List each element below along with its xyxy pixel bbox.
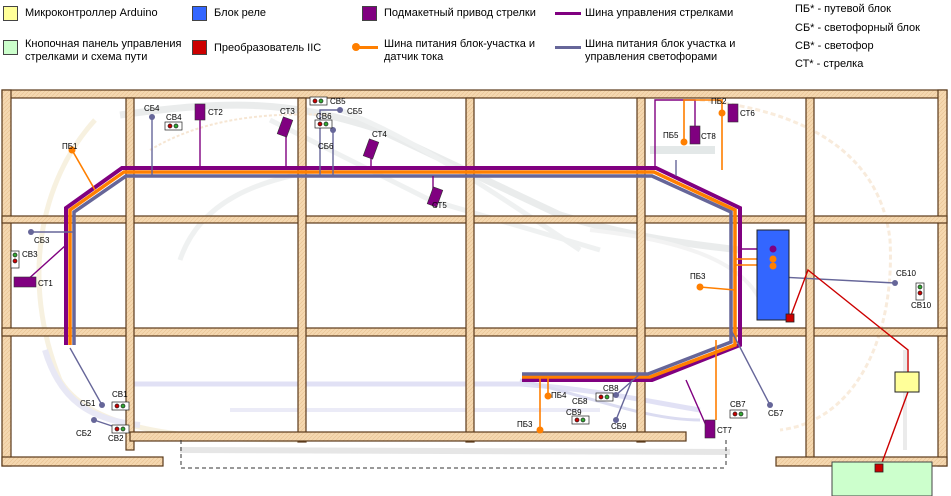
drive-st1 [13,276,37,288]
iic-converter-1 [785,313,795,323]
label-sb8: СБ8 [572,397,588,406]
legend-arduino: Микроконтроллер Arduino [25,7,158,19]
iic-swatch [192,40,207,55]
drive-st7 [704,419,716,439]
label-pb3-right: ПБ3 [690,272,706,281]
label-st8: СТ8 [701,132,716,141]
label-st2: СТ2 [208,108,223,117]
drive-st5 [426,186,444,208]
label-sb6: СБ6 [318,142,334,151]
signal-sv4 [164,121,183,131]
signal-sv7 [729,409,748,419]
legend-iic: Преобразователь IIC [214,42,322,54]
signal-sv10 [915,282,925,301]
power-drops [71,99,773,430]
signals [10,96,925,434]
label-sb2: СБ2 [76,429,92,438]
turnout-drives [13,103,739,439]
label-sv10: СВ10 [911,301,932,310]
label-pb3-bottom: ПБ3 [517,420,533,429]
label-sv5: СВ5 [330,97,346,106]
signal-sv6 [314,119,333,129]
label-sv7: СВ7 [730,400,746,409]
signal-sv9 [571,415,590,425]
label-sv3: СВ3 [22,250,38,259]
control-bus-swatch [555,12,581,15]
power-bus-dot [352,43,360,51]
label-sv9: СВ9 [566,408,582,417]
abbr-pb: ПБ* - путевой блок [795,3,891,15]
label-sv2: СВ2 [108,434,124,443]
abbr-st: СТ* - стрелка [795,58,864,70]
legend-relay: Блок реле [214,7,267,19]
bus-lines [64,166,742,382]
legend-control-bus: Шина управления стрелками [585,7,734,19]
label-sb4: СБ4 [144,104,160,113]
relay-block [756,229,790,321]
label-st1: СТ1 [38,279,53,288]
drive-st8 [689,125,701,145]
label-st6: СТ6 [740,109,755,118]
control-drops [24,99,773,431]
relay-swatch [192,6,207,21]
legend-panel-line2: стрелками и схема пути [25,51,148,63]
signal-sv1 [111,401,130,411]
drive-st6 [727,103,739,123]
label-sb1: СБ1 [80,399,96,408]
legend-power-line1: Шина питания блок-участка и [384,38,536,50]
label-sb5: СБ5 [347,107,363,116]
arduino-swatch [3,6,18,21]
signal-bus-swatch [555,46,581,49]
drive-st4 [362,138,380,160]
signal-sv2 [111,424,130,434]
label-sb3: СБ3 [34,236,50,245]
label-sb9: СБ9 [611,422,627,431]
abbr-sb: СБ* - светофорный блок [795,22,920,34]
drive-st2 [194,103,206,121]
label-sv8: СВ8 [603,384,619,393]
label-sb10: СБ10 [896,269,916,278]
signal-sv8 [595,392,614,402]
drive-swatch [362,6,377,21]
label-st3: СТ3 [280,107,295,116]
drive-st3 [276,116,294,138]
legend-signal-line2: управления светофорами [585,51,718,63]
legend-signal-line1: Шина питания блок участка и [585,38,736,50]
label-sb7: СБ7 [768,409,784,418]
legend-drive: Подмакетный привод стрелки [384,7,536,19]
label-pb2: ПБ2 [711,97,727,106]
signal-sv3 [10,250,20,269]
legend-panel-line1: Кнопочная панель управления [25,38,182,50]
label-sv6: СВ6 [316,112,332,121]
label-sv4: СВ4 [166,113,182,122]
label-st5: СТ5 [432,201,447,210]
legend: Микроконтроллер Arduino Кнопочная панель… [0,0,951,90]
label-sv1: СВ1 [112,390,128,399]
abbr-sv: СВ* - светофор [795,40,874,52]
device-labels: ПБ1 ПБ2 ПБ3 ПБ3 ПБ4 ПБ5 СБ1 СБ2 СБ3 СБ4 … [22,97,932,443]
iic-wiring [789,268,909,469]
label-pb4: ПБ4 [551,391,567,400]
power-bus-swatch [356,46,378,49]
panel-swatch [3,40,18,55]
iic-converter-2 [874,463,884,473]
legend-power-line2: датчик тока [384,51,444,63]
signal-sv5 [309,96,328,106]
connection-dots [28,107,898,434]
label-pb5: ПБ5 [663,131,679,140]
label-pb1: ПБ1 [62,142,78,151]
label-st4: СТ4 [372,130,387,139]
layout-scheme: ПБ1 ПБ2 ПБ3 ПБ3 ПБ4 ПБ5 СБ1 СБ2 СБ3 СБ4 … [1,89,948,496]
label-st7: СТ7 [717,426,732,435]
arduino-board [894,371,920,393]
